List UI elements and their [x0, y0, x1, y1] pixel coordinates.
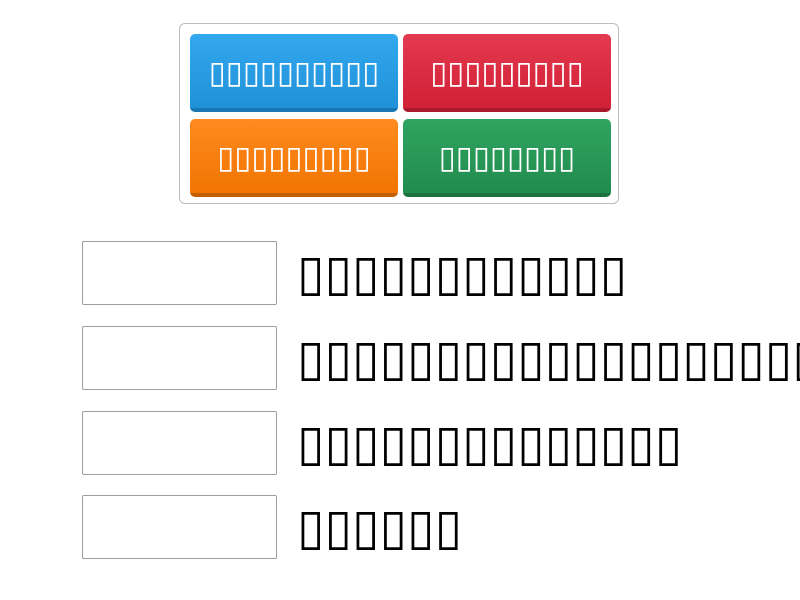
- prompt-text-1: ▯▯▯▯▯▯▯▯▯▯▯▯: [297, 244, 628, 302]
- answer-tile-4[interactable]: ▯▯▯▯▯▯▯▯: [403, 119, 611, 197]
- answer-tile-panel: ▯▯▯▯▯▯▯▯▯▯ ▯▯▯▯▯▯▯▯▯ ▯▯▯▯▯▯▯▯▯ ▯▯▯▯▯▯▯▯: [179, 23, 619, 204]
- answer-tile-2-label: ▯▯▯▯▯▯▯▯▯: [430, 55, 584, 91]
- answer-tile-2[interactable]: ▯▯▯▯▯▯▯▯▯: [403, 34, 611, 112]
- prompt-text-4: ▯▯▯▯▯▯: [297, 498, 463, 556]
- prompt-text-2: ▯▯▯▯▯▯▯▯▯▯▯▯▯▯▯▯▯▯▯: [297, 329, 800, 387]
- drop-box-2[interactable]: [82, 326, 277, 390]
- answer-tile-4-label: ▯▯▯▯▯▯▯▯: [438, 140, 576, 176]
- answer-tile-3[interactable]: ▯▯▯▯▯▯▯▯▯: [190, 119, 398, 197]
- answer-tile-1-label: ▯▯▯▯▯▯▯▯▯▯: [208, 55, 380, 91]
- drop-box-4[interactable]: [82, 495, 277, 559]
- prompt-text-3: ▯▯▯▯▯▯▯▯▯▯▯▯▯▯: [297, 414, 683, 472]
- answer-tile-1[interactable]: ▯▯▯▯▯▯▯▯▯▯: [190, 34, 398, 112]
- drop-box-3[interactable]: [82, 411, 277, 475]
- drop-box-1[interactable]: [82, 241, 277, 305]
- answer-tile-3-label: ▯▯▯▯▯▯▯▯▯: [217, 140, 371, 176]
